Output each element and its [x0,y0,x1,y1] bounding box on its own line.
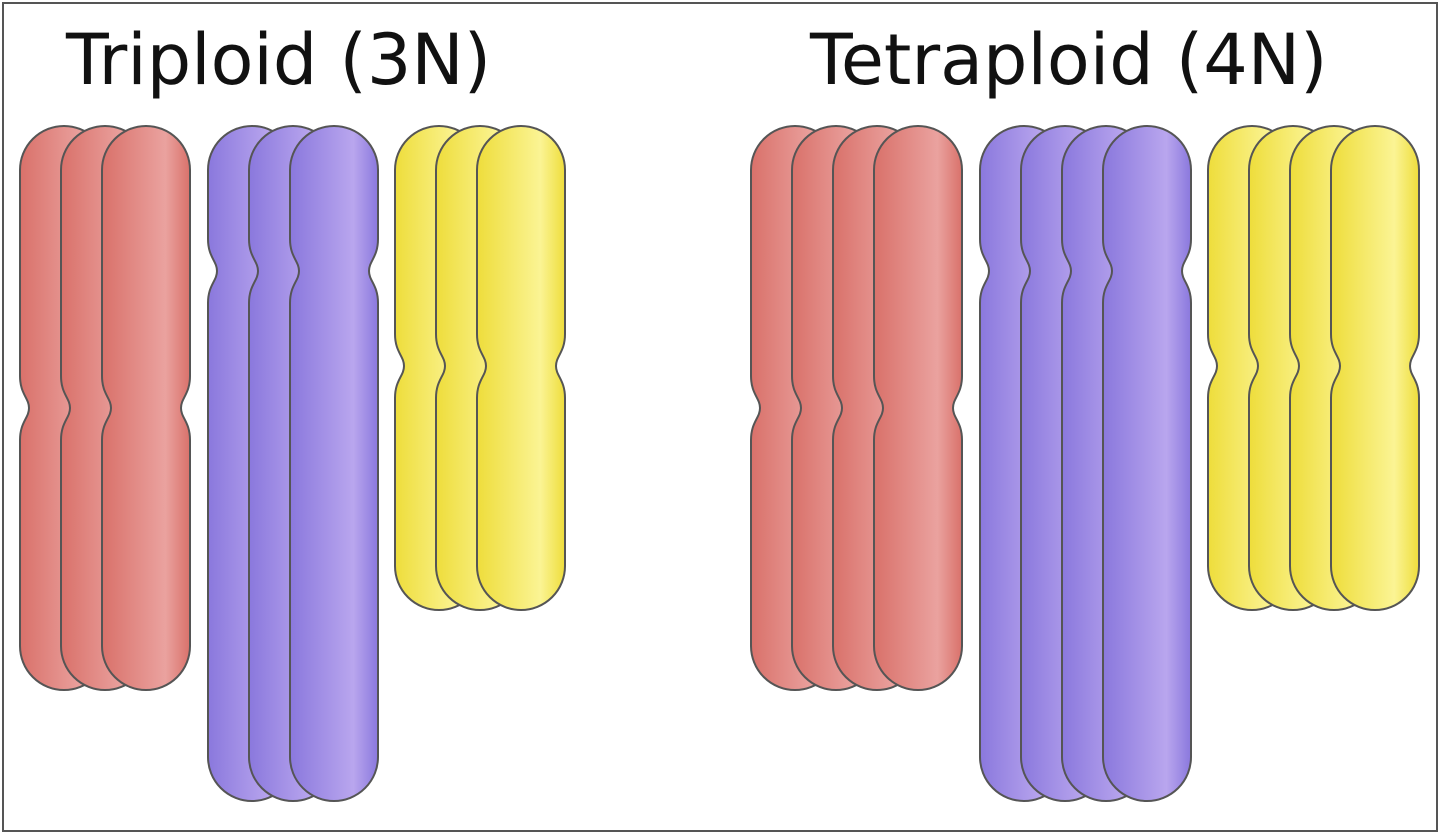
tetraploid-panel [750,124,1420,802]
triploid-panel [19,124,566,802]
yellow-chromosome-set [1207,124,1420,611]
yellow-chromosome-set [394,124,566,611]
purple-chromosome [1102,124,1192,802]
purple-chromosome-set [979,124,1192,802]
red-chromosome-set [19,124,191,691]
red-chromosome-set [750,124,963,691]
purple-chromosome [289,124,379,802]
red-chromosome [873,124,963,691]
red-chromosome [101,124,191,691]
tetraploid-title: Tetraploid (4N) [810,19,1328,101]
yellow-chromosome [1330,124,1420,611]
purple-chromosome-set [207,124,379,802]
triploid-title: Triploid (3N) [66,19,492,101]
yellow-chromosome [476,124,566,611]
